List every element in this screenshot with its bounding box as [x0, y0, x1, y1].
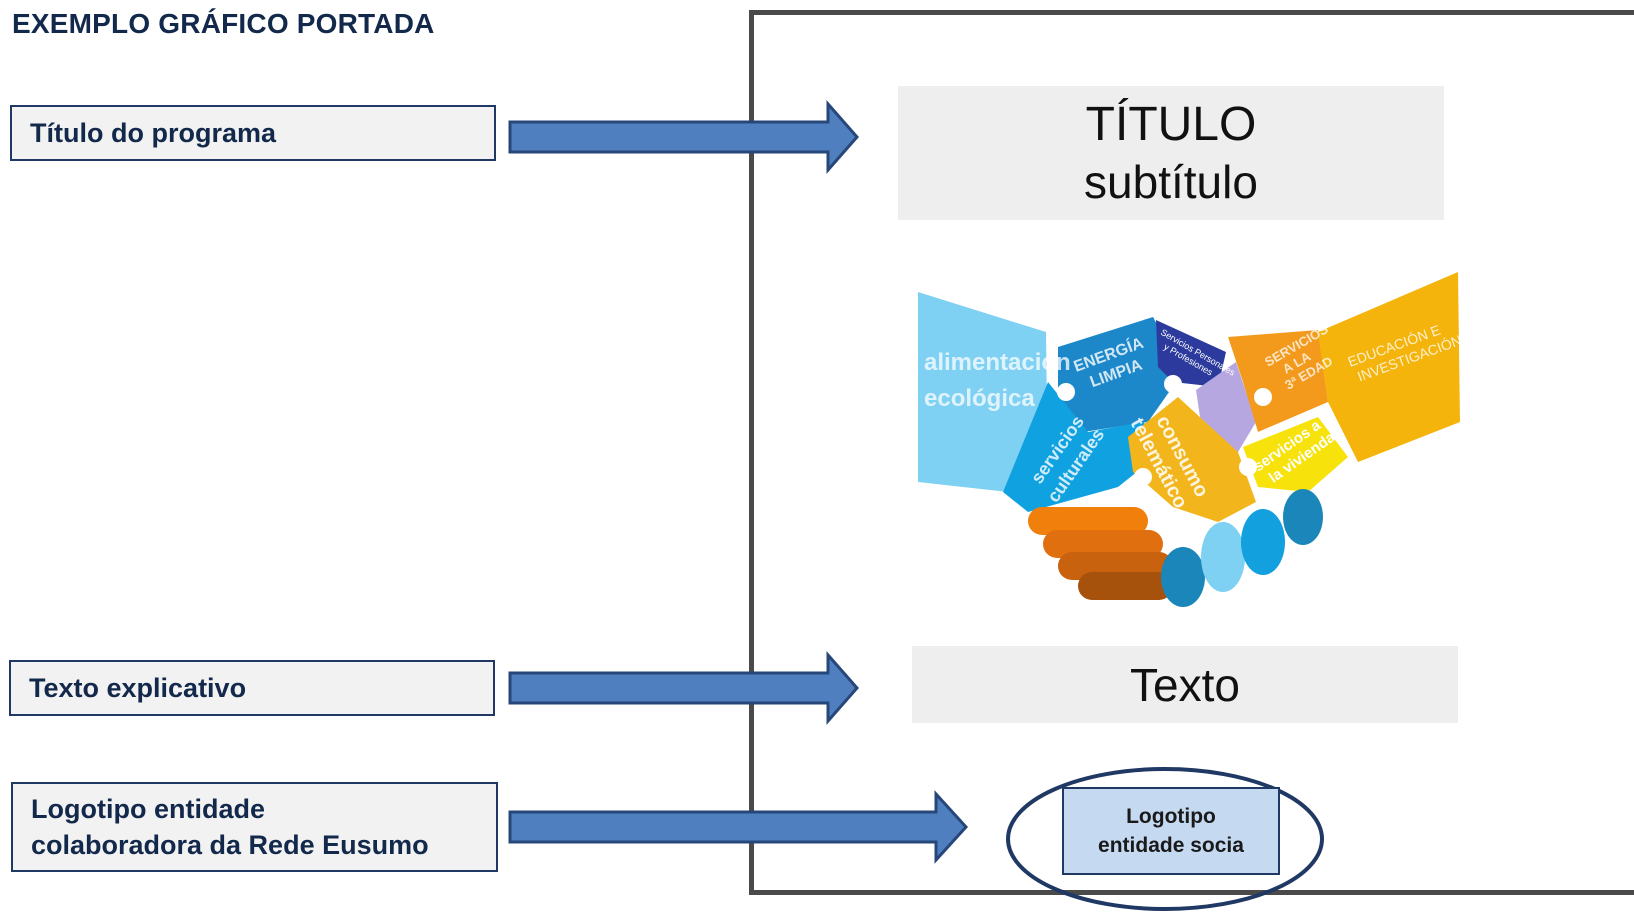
- cover-subtitle: subtítulo: [1084, 156, 1258, 208]
- cover-title: TÍTULO: [1085, 98, 1257, 151]
- piece-label: ecológica: [924, 385, 1035, 412]
- puzzle-piece-food: [918, 292, 1048, 492]
- cover-frame: [749, 10, 1634, 895]
- label-program-title-text: Título do programa: [30, 117, 276, 148]
- puzzle-knob: [1134, 468, 1152, 486]
- label-program-title: Título do programa: [10, 105, 496, 161]
- finger-4: [1078, 572, 1173, 600]
- partner-logo-placeholder: Logotipo entidade socia: [1062, 787, 1280, 875]
- arrow-to-logo: [508, 790, 969, 864]
- puzzle-piece-senior: [1228, 330, 1328, 432]
- puzzle-knob: [1239, 458, 1257, 476]
- puzzle-piece-personal-services: [1156, 320, 1226, 387]
- label-explanatory-text: Texto explicativo: [9, 660, 495, 716]
- arrow-to-title: [508, 100, 859, 174]
- cover-text-box: Texto: [912, 646, 1458, 723]
- finger-7: [1241, 509, 1285, 575]
- finger-1: [1028, 507, 1148, 535]
- cover-title-box: TÍTULO subtítulo: [898, 86, 1444, 220]
- label-partner-logo: Logotipo entidade colaboradora da Rede E…: [11, 782, 498, 872]
- finger-2: [1043, 530, 1163, 558]
- puzzle-piece-culture: [1003, 382, 1168, 512]
- partner-logo-line1: Logotipo: [1126, 805, 1216, 828]
- partner-logo-line2: entidade socia: [1098, 834, 1244, 857]
- puzzle-piece-housing: [1243, 417, 1348, 492]
- finger-6: [1201, 522, 1245, 592]
- puzzle-piece-energy: [1058, 317, 1183, 432]
- label-partner-logo-line1: Logotipo entidade: [31, 794, 265, 824]
- puzzle-knob: [1164, 375, 1182, 393]
- logo-highlight-ellipse: [1006, 767, 1324, 911]
- piece-label: alimentación: [924, 349, 1071, 376]
- cover-text: Texto: [1130, 658, 1240, 711]
- label-explanatory-text-text: Texto explicativo: [29, 672, 247, 703]
- finger-5: [1161, 547, 1205, 607]
- handshake-puzzle-image: alimentación ecológica ENERGÍA LIMPIA Se…: [918, 272, 1464, 607]
- puzzle-piece-education: [1318, 272, 1460, 462]
- puzzle-knob: [1057, 383, 1075, 401]
- label-partner-logo-line2: colaboradora da Rede Eusumo: [31, 830, 429, 860]
- puzzle-knob: [1254, 388, 1272, 406]
- puzzle-piece-telematic: [1128, 397, 1256, 522]
- finger-8: [1283, 489, 1323, 545]
- page-heading: EXEMPLO GRÁFICO PORTADA: [12, 8, 435, 39]
- arrow-to-text: [508, 651, 859, 725]
